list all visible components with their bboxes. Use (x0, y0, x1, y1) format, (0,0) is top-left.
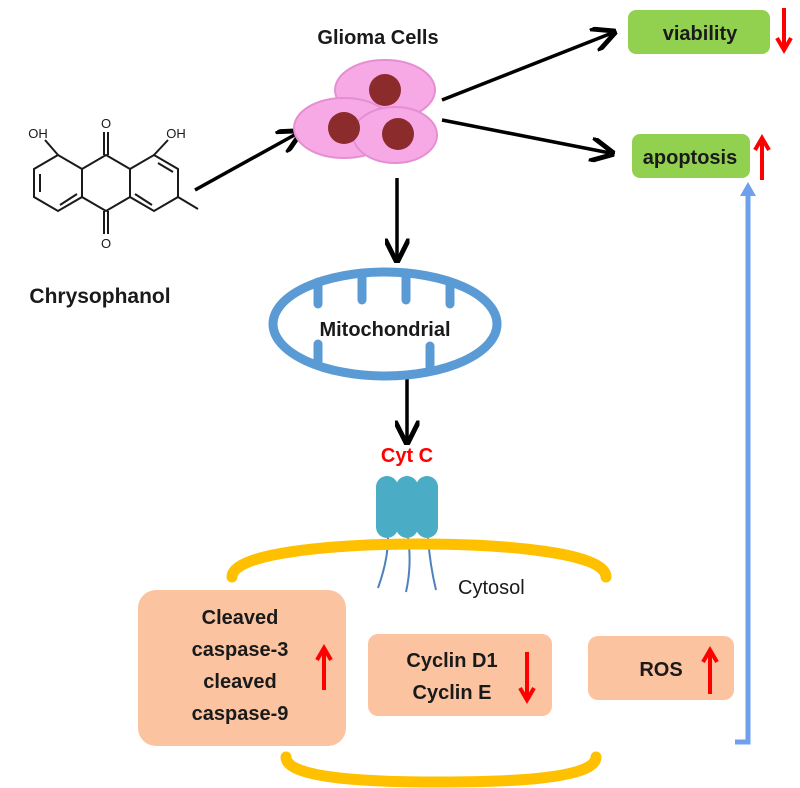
glioma-cells-icon (293, 59, 438, 164)
cytc-label: Cyt C (381, 445, 433, 467)
cyclin-line-1: Cyclin D1 (406, 650, 497, 672)
caspase-box (138, 590, 346, 746)
oh-left-label: OH (28, 126, 48, 141)
membrane-channel-icon (376, 476, 438, 593)
viability-down-arrow (775, 8, 793, 54)
ros-up-arrow (701, 646, 719, 694)
cells-to-apoptosis-arrow (441, 118, 610, 153)
apoptosis-label: apoptosis (643, 147, 737, 169)
cyclin-down-arrow (518, 652, 536, 704)
o-bottom-label: O (101, 236, 111, 251)
apoptosis-box (632, 134, 750, 178)
cyclin-box (368, 634, 552, 716)
ros-box (588, 636, 734, 700)
compound-to-cells-arrow (194, 133, 298, 192)
viability-box (628, 10, 770, 54)
apoptosis-up-arrow (753, 134, 771, 180)
upper-membrane (226, 538, 612, 583)
cytosol-label: Cytosol (458, 577, 525, 599)
oh-right-label: OH (166, 126, 186, 141)
mitochondria-icon (268, 267, 502, 381)
cyclin-line-2: Cyclin E (413, 682, 492, 704)
caspase-line-3: cleaved (203, 671, 276, 693)
lower-membrane (280, 751, 602, 788)
caspase-line-4: caspase-9 (192, 703, 289, 725)
cells-label: Glioma Cells (317, 27, 438, 49)
caspase-line-2: caspase-3 (192, 639, 289, 661)
o-top-label: O (101, 116, 111, 131)
caspase-line-1: Cleaved (202, 607, 279, 629)
caspase-up-arrow (315, 644, 333, 690)
chrysophanol-structure-icon (33, 132, 199, 234)
ros-to-apoptosis-arrow (735, 182, 756, 745)
ros-label: ROS (639, 659, 682, 681)
mito-label: Mitochondrial (319, 319, 450, 341)
compound-name: Chrysophanol (29, 285, 170, 308)
cells-to-viability-arrow (441, 33, 612, 102)
viability-label: viability (663, 23, 738, 45)
